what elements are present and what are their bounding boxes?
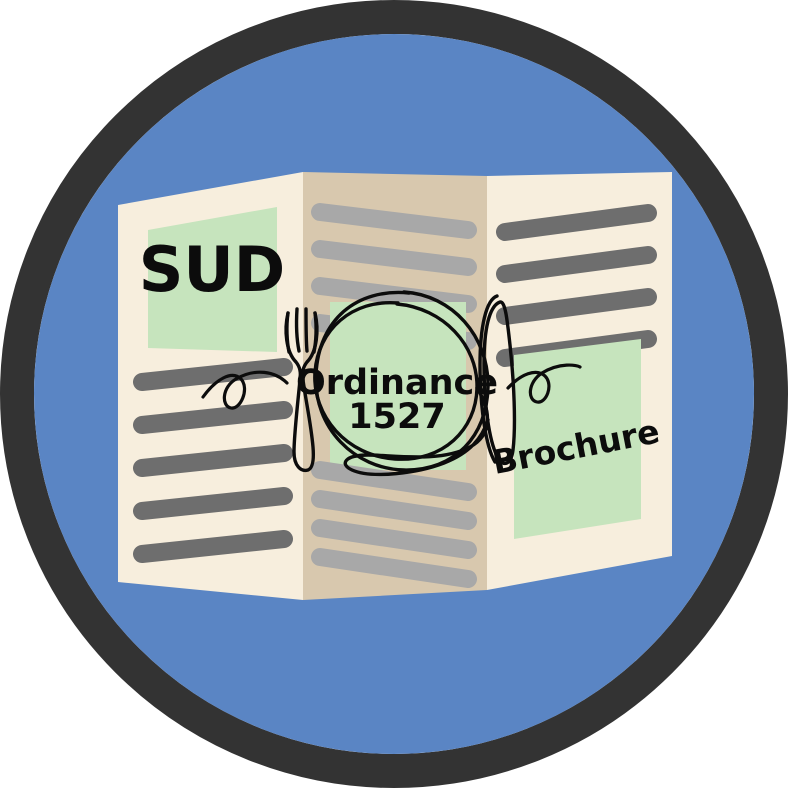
center-panel-label-line1: Ordinance xyxy=(296,363,498,403)
center-panel xyxy=(303,172,487,600)
left-panel-text-lines xyxy=(133,358,293,563)
right-panel-highlight-box xyxy=(514,339,641,539)
flourish-right-icon xyxy=(506,363,582,404)
center-panel-label-group: Ordinance 1527 xyxy=(296,363,498,437)
center-panel-highlight-box xyxy=(330,302,466,470)
center-panel-bottom-lines xyxy=(311,461,477,588)
left-panel-highlight-box xyxy=(148,207,277,352)
brochure-group: SUD xyxy=(118,172,672,600)
plate-icon xyxy=(313,290,490,472)
right-panel xyxy=(487,172,672,590)
knife-icon xyxy=(478,294,517,466)
plate-flourish-icon xyxy=(343,386,490,477)
flourish-left-icon xyxy=(201,370,289,410)
left-panel-label: SUD xyxy=(139,233,285,306)
fork-icon xyxy=(284,307,319,473)
center-panel-label-line2: 1527 xyxy=(348,397,445,437)
